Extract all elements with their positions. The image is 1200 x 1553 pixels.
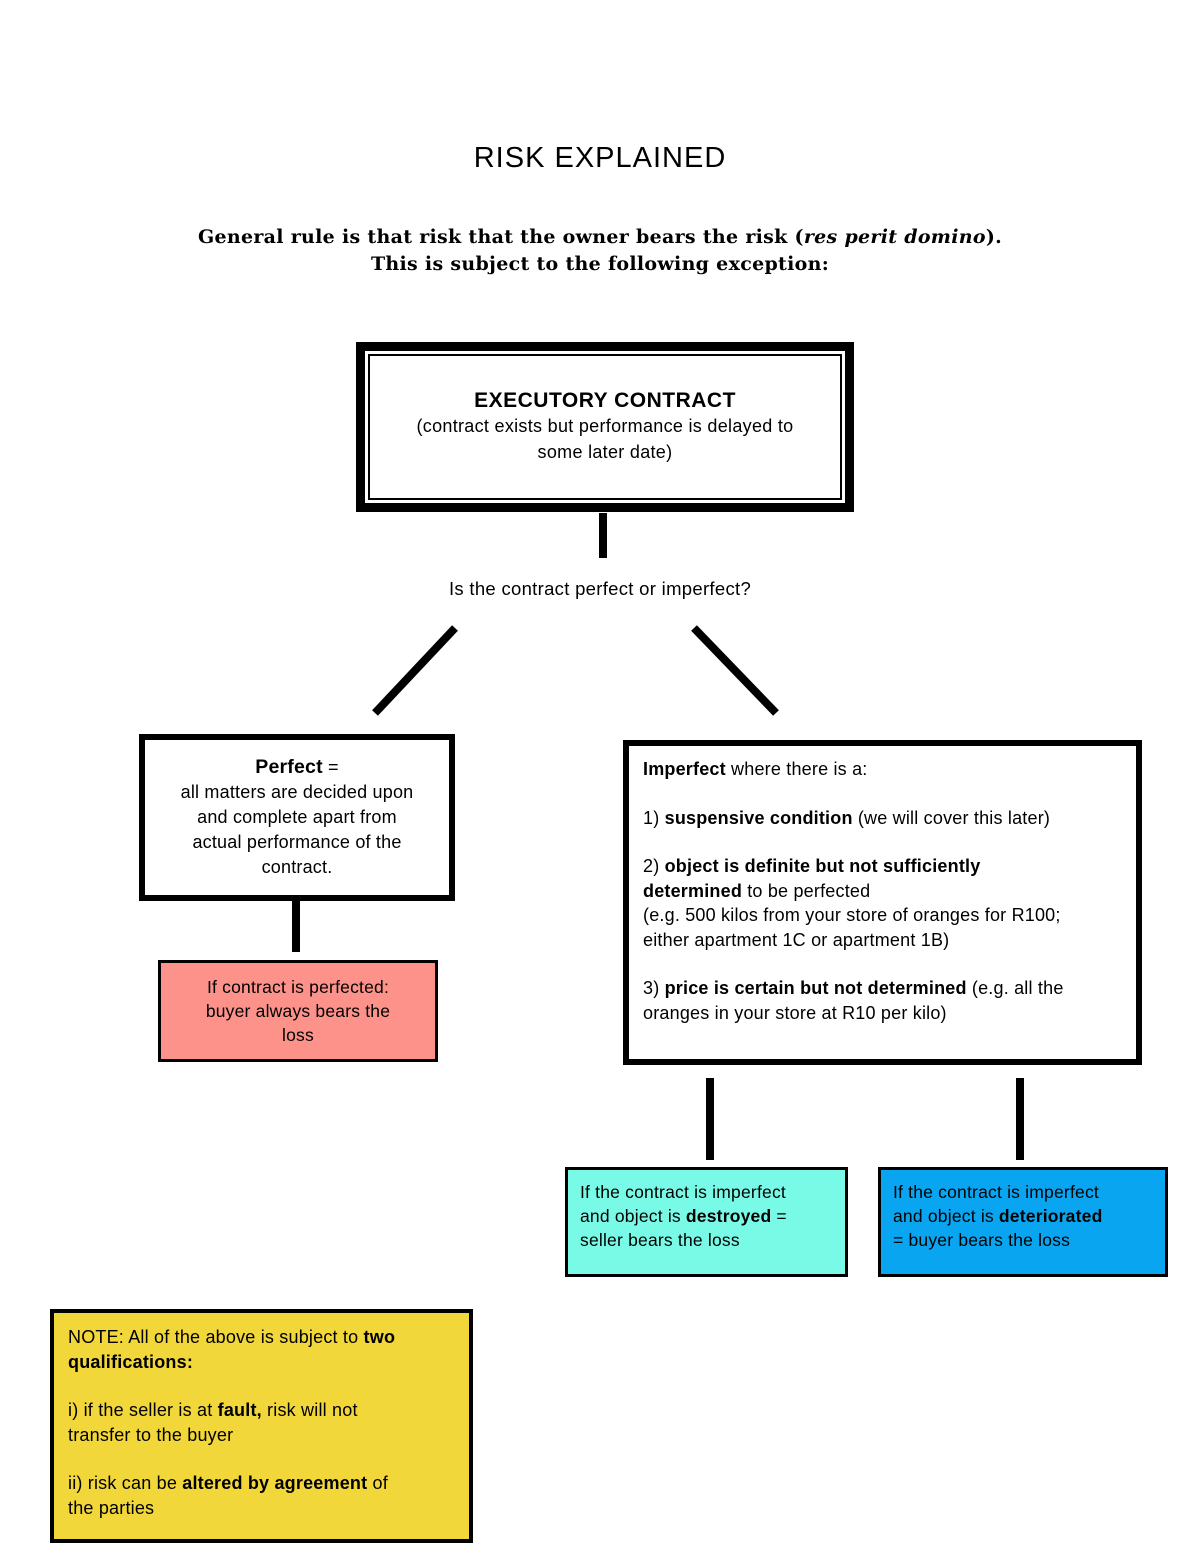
connector-question-to-imperfect <box>691 625 779 716</box>
destroyed-outcome-box: If the contract is imperfect and object … <box>565 1167 848 1277</box>
note-item-agreement: ii) risk can be altered by agreement of … <box>68 1473 388 1518</box>
note-box: NOTE: All of the above is subject to two… <box>50 1309 473 1543</box>
intro-text: General rule is that risk that the owner… <box>0 224 1200 278</box>
imperfect-item-price-not-determined: 3) price is certain but not determined (… <box>643 978 1064 1023</box>
perfected-outcome-box: If contract is perfected: buyer always b… <box>158 960 438 1062</box>
executory-box-title: EXECUTORY CONTRACT <box>474 389 736 412</box>
imperfect-item-object-not-determined: 2) object is definite but not sufficient… <box>643 856 1061 950</box>
executory-contract-box: EXECUTORY CONTRACT (contract exists but … <box>356 342 854 512</box>
perfect-box-heading: Perfect = <box>255 756 339 778</box>
perfect-box-body: all matters are decided upon and complet… <box>180 782 414 877</box>
imperfect-box: Imperfect where there is a: 1) suspensiv… <box>623 740 1142 1065</box>
executory-box-subtitle: (contract exists but performance is dela… <box>416 416 794 462</box>
deteriorated-outcome-box: If the contract is imperfect and object … <box>878 1167 1168 1277</box>
page-title: RISK EXPLAINED <box>473 142 727 174</box>
imperfect-item-suspensive-condition: 1) suspensive condition (we will cover t… <box>643 807 1051 828</box>
intro-line-2: This is subject to the following excepti… <box>370 253 830 275</box>
intro-line-1: General rule is that risk that the owner… <box>197 226 1003 248</box>
question-text: Is the contract perfect or imperfect? <box>448 578 752 599</box>
note-heading: NOTE: All of the above is subject to two… <box>68 1327 396 1372</box>
connector-question-to-perfect <box>372 625 458 716</box>
imperfect-box-heading: Imperfect where there is a: <box>643 759 868 779</box>
note-item-fault: i) if the seller is at fault, risk will … <box>68 1400 358 1445</box>
perfect-box: Perfect = all matters are decided upon a… <box>139 734 455 901</box>
